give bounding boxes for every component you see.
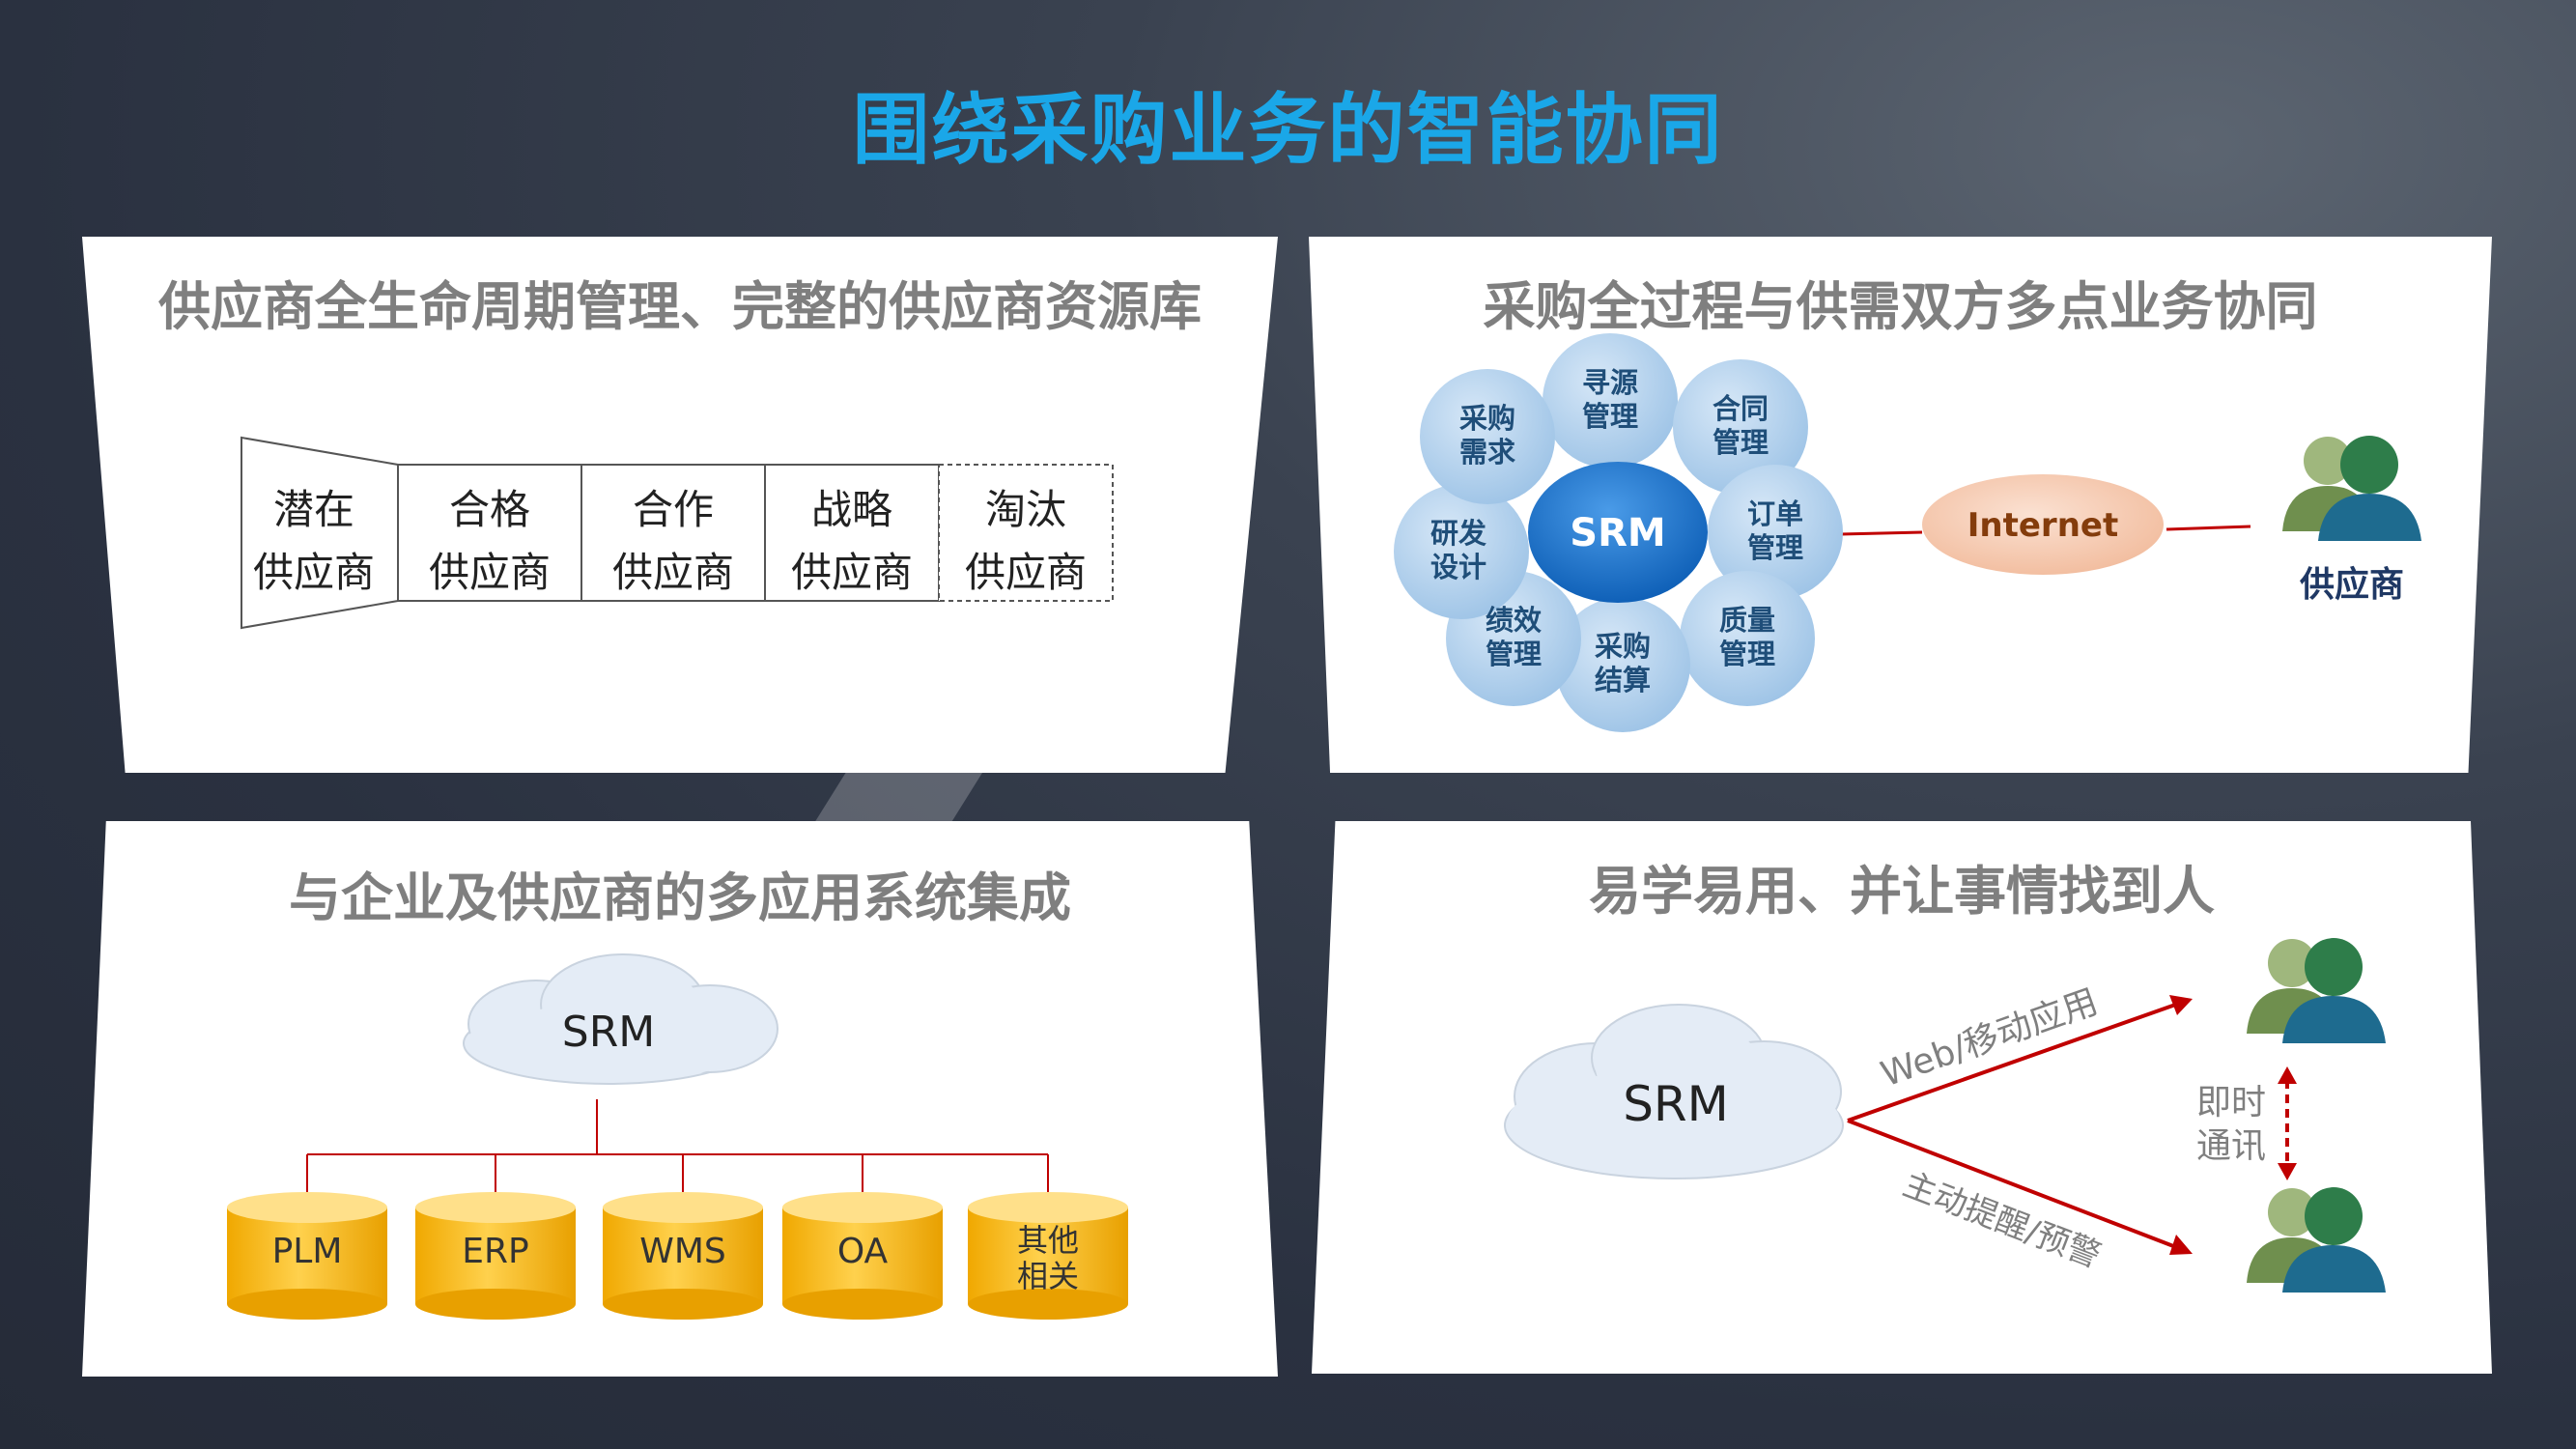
system-erp [415,1192,576,1320]
stage-label-line2: 供应商 [612,549,734,596]
stage-qualified-box [397,464,582,602]
srm-cloud-label: SRM [562,1008,655,1057]
path-top-label: Web/移动应用 [1876,982,2103,1095]
stage-label-line2: 供应商 [791,549,913,596]
users-icon [2247,1187,2386,1293]
supplier-users-icon [2282,436,2421,541]
im-double-arrow [2278,1066,2297,1180]
users-icon [2247,938,2386,1043]
module-label-line2: 管理 [1719,638,1775,670]
integration-title: 与企业及供应商的多应用系统集成 [289,867,1071,928]
module-label-line2: 管理 [1747,531,1803,564]
srm-internet-link [1839,530,1923,536]
stage-label-line1: 合作 [633,486,714,533]
srm-center [1528,462,1708,603]
stage-label-line1: 合格 [449,486,530,533]
internet-node [1922,474,2164,575]
system-label: WMS [639,1232,726,1271]
internet-label: Internet [1967,506,2118,545]
easy-diagram: SRM Web/移动应用 主动提醒/预警 即时 通讯 [1504,938,2386,1293]
im-label-line1: 即时 [2196,1083,2266,1122]
integration-diagram: SRM [227,953,1128,1320]
system-oa [782,1192,943,1320]
system-connectors [306,1099,1049,1198]
module-label-line2: 管理 [1582,400,1638,433]
collaboration-panel: 采购全过程与供需双方多点业务协同 [1309,237,2492,773]
easy-panel: 易学易用、并让事情找到人 SRM Web/移动应用 主动提醒/预警 即时 通讯 [1312,821,2492,1374]
module-label-line2: 设计 [1430,551,1486,583]
system-label: ERP [462,1232,528,1271]
module-label-line1: 合同 [1713,392,1769,425]
integration-panel: 与企业及供应商的多应用系统集成 SRM [82,821,1278,1377]
stage-label-line1: 潜在 [273,486,354,533]
internet-supplier-link [2166,525,2251,531]
srm-cloud [463,953,778,1085]
easy-title: 易学易用、并让事情找到人 [1589,861,2215,922]
system-wms [603,1192,763,1320]
module-label-line2: 结算 [1595,664,1651,696]
stage-label-line2: 供应商 [429,549,551,596]
im-label-line2: 通讯 [2196,1126,2266,1166]
system-label-line1: 其他 [1017,1222,1079,1259]
stage-label-line2: 供应商 [965,549,1087,596]
module-demand [1420,369,1555,504]
stage-eliminated-box [938,464,1114,602]
lifecycle-title: 供应商全生命周期管理、完整的供应商资源库 [158,276,1202,337]
module-label-line1: 订单 [1747,497,1803,530]
lifecycle-diagram: 潜在 供应商 合格 供应商 合作 供应商 战略 供应商 淘汰 供应商 [241,436,1114,630]
module-label-line1: 绩效 [1486,604,1542,637]
stage-strategic-box [764,464,940,602]
supplier-label: 供应商 [2300,565,2404,605]
srm-cloud [1504,1004,1844,1179]
stage-label-line1: 淘汰 [985,486,1066,533]
collaboration-title: 采购全过程与供需双方多点业务协同 [1483,276,2318,337]
stage-label-line2: 供应商 [253,549,375,596]
module-quality [1680,571,1815,706]
system-other [968,1192,1128,1320]
module-rnd [1394,484,1529,619]
module-settlement [1555,597,1690,732]
module-label-line2: 需求 [1459,436,1515,469]
stage-label-line1: 战略 [811,486,892,533]
module-label-line1: 质量 [1719,604,1775,637]
module-label-line1: 采购 [1459,402,1515,435]
module-label-line2: 管理 [1486,638,1542,670]
module-contract [1673,359,1808,495]
module-label-line1: 采购 [1595,630,1651,663]
system-label: OA [837,1232,889,1271]
notification-arrows [1847,995,2193,1255]
system-plm [227,1192,387,1320]
module-label-line1: 研发 [1430,517,1486,550]
page-title: 围绕采购业务的智能协同 [852,85,1724,175]
srm-cloud-label: SRM [1623,1076,1729,1132]
srm-center-label: SRM [1570,511,1665,555]
module-label-line2: 管理 [1713,426,1769,459]
module-order [1708,465,1843,600]
module-label-line1: 寻源 [1582,366,1638,399]
system-label: PLM [272,1232,343,1271]
lifecycle-panel: 供应商全生命周期管理、完整的供应商资源库 潜在 供应商 合格 供应商 合作 供应… [82,237,1278,773]
module-sourcing [1543,333,1678,469]
collaboration-diagram: SRM 寻源 管理 合同 管理 订单 管理 质量 管理 采购 结算 绩效 管理 … [1394,333,2421,732]
system-label-line2: 相关 [1017,1258,1079,1294]
